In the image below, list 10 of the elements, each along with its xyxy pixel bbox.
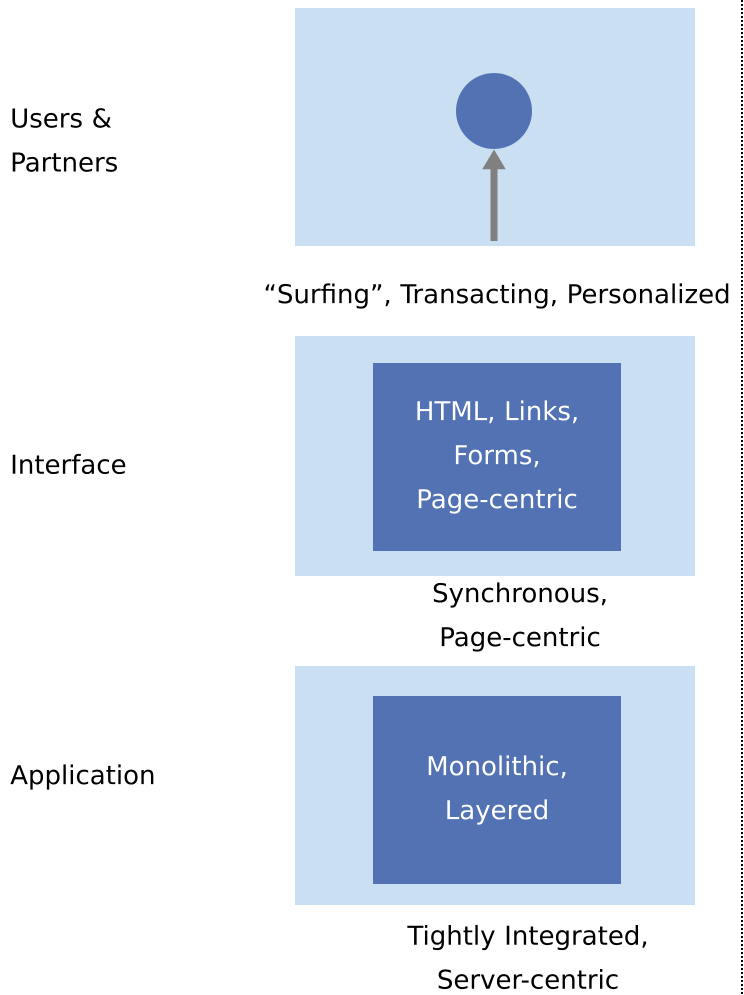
layer-label: Interface: [12, 454, 126, 474]
panel: [295, 8, 695, 246]
layer-label: Users & Partners: [12, 108, 117, 172]
layer-label: Application: [10, 764, 154, 790]
node-label: Tightly Integrated, Server-centric: [407, 924, 646, 990]
node-label: “Surfing”, Transacting, Personalized: [266, 283, 728, 309]
node-label: Synchronous, Page-centric: [434, 582, 606, 652]
text-box: HTML, Links, Forms, Page-centric: [373, 363, 621, 551]
text-box: Monolithic, Layered: [373, 696, 621, 884]
circle: [456, 73, 532, 149]
